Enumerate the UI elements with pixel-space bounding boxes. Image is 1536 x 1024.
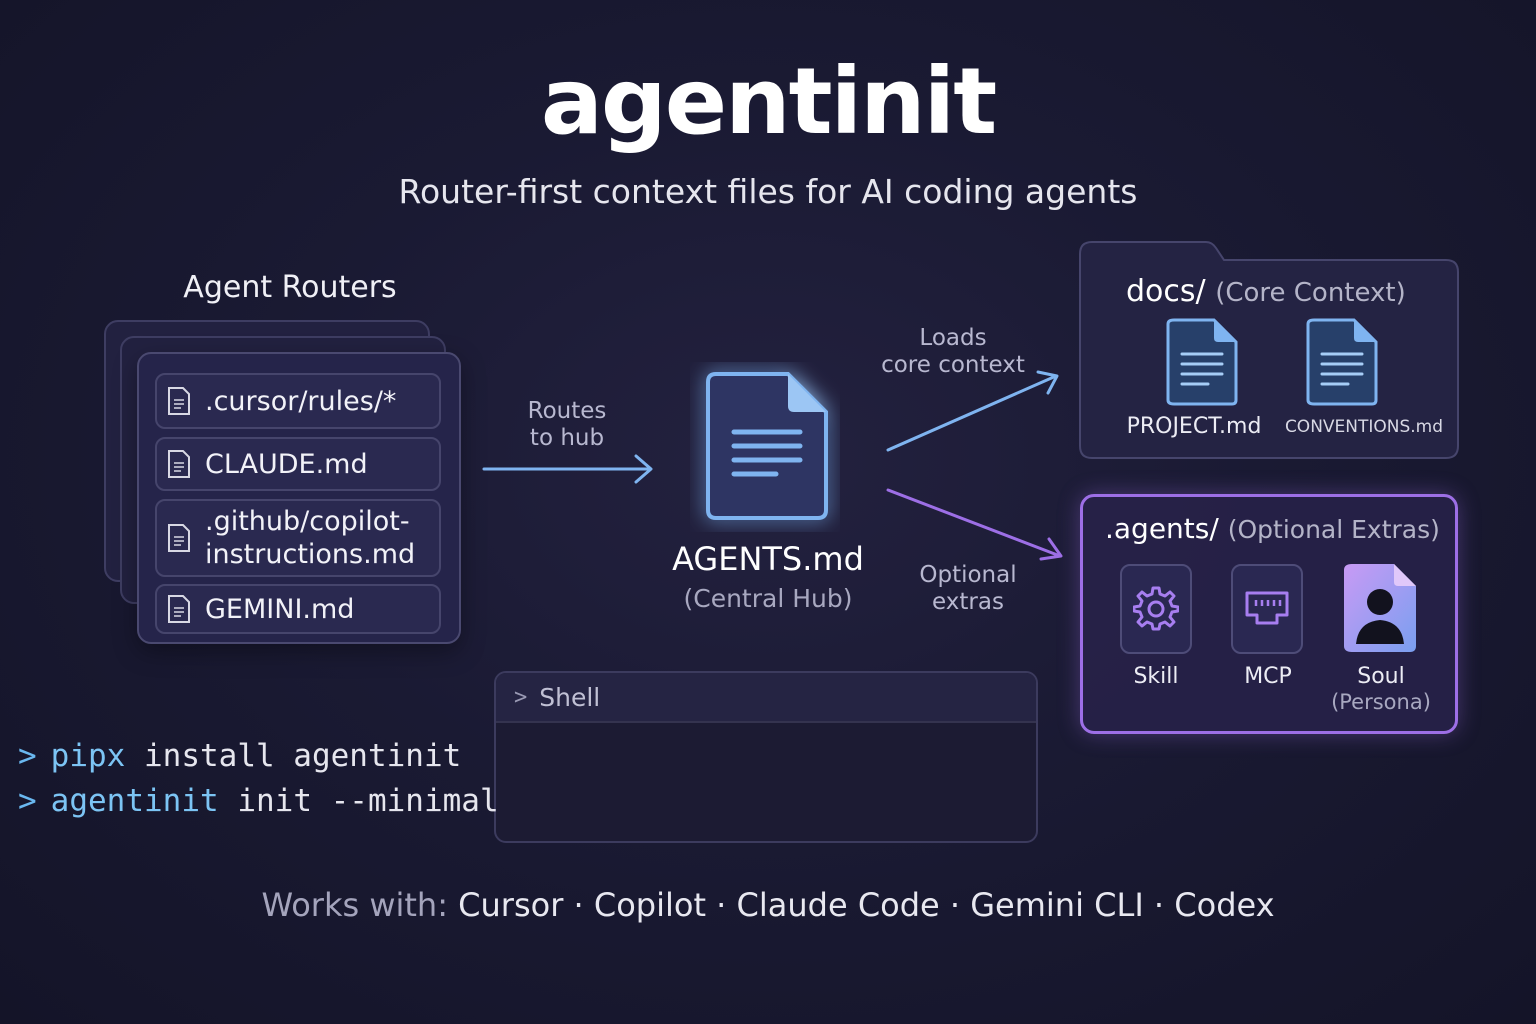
skill-tile[interactable]	[1120, 564, 1192, 654]
router-panel: .cursor/rules/* CLAUDE.md .github/copilo…	[137, 352, 461, 644]
routers-heading: Agent Routers	[183, 270, 397, 305]
loads-arrow	[886, 370, 1059, 452]
router-item-claude[interactable]: CLAUDE.md	[155, 437, 441, 491]
person-icon[interactable]	[1342, 562, 1418, 654]
shell-title: Shell	[539, 682, 601, 712]
shell-command-line[interactable]: > pipx install agentinit	[18, 738, 461, 774]
project-file-label: PROJECT.md	[1126, 414, 1262, 439]
file-icon	[168, 595, 190, 623]
docs-title-name: docs/	[1126, 274, 1206, 309]
shell-command-line[interactable]: > agentinit init --minimal	[18, 783, 499, 819]
shell-args: install agentinit	[144, 738, 462, 774]
mcp-label: MCP	[1244, 664, 1292, 689]
shell-args: init --minimal	[237, 783, 499, 819]
shell-panel: > Shell	[494, 671, 1038, 843]
hub-subtitle: (Central Hub)	[683, 584, 853, 613]
shell-cmd: agentinit	[50, 783, 219, 819]
routes-label: Routes to hub	[527, 398, 607, 451]
agents-title-sub: (Optional Extras)	[1227, 515, 1440, 544]
shell-prompt: >	[18, 738, 37, 774]
file-icon[interactable]	[1164, 316, 1240, 408]
shell-header: > Shell	[496, 673, 1036, 723]
app-title: agentinit	[540, 48, 997, 155]
optional-label: Optional extras	[919, 562, 1017, 615]
chevron-right-icon: >	[514, 684, 528, 710]
loads-label: Loads core context	[881, 325, 1025, 378]
router-item-label: .github/copilot- instructions.md	[205, 506, 416, 570]
optional-arrow	[886, 488, 1063, 561]
docs-title-sub: (Core Context)	[1215, 278, 1406, 308]
app-subtitle: Router-first context files for AI coding…	[398, 172, 1138, 211]
file-icon	[168, 450, 190, 478]
works-with-tools: Cursor · Copilot · Claude Code · Gemini …	[458, 886, 1275, 924]
works-with: Works with: Cursor · Copilot · Claude Co…	[0, 886, 1536, 924]
conventions-file-label: CONVENTIONS.md	[1284, 417, 1444, 437]
router-item-copilot[interactable]: .github/copilot- instructions.md	[155, 499, 441, 577]
router-item-label: CLAUDE.md	[205, 448, 368, 480]
file-icon	[168, 387, 190, 415]
routes-arrow	[482, 454, 653, 484]
works-with-label: Works with:	[261, 886, 448, 924]
soul-sublabel: (Persona)	[1331, 690, 1431, 714]
soul-label: Soul	[1357, 664, 1405, 689]
file-icon	[168, 524, 190, 552]
mcp-tile[interactable]	[1231, 564, 1303, 654]
network-port-icon	[1245, 591, 1289, 625]
gear-icon	[1133, 586, 1179, 631]
skill-label: Skill	[1133, 664, 1179, 689]
hub-title: AGENTS.md	[672, 540, 864, 578]
router-item-label: GEMINI.md	[205, 593, 355, 625]
agents-title-name: .agents/	[1105, 512, 1219, 545]
docs-title: docs/ (Core Context)	[1126, 274, 1406, 309]
shell-prompt: >	[18, 783, 37, 819]
hub-document-icon[interactable]	[690, 362, 840, 532]
router-item-cursor[interactable]: .cursor/rules/*	[155, 373, 441, 429]
agents-title: .agents/ (Optional Extras)	[1105, 512, 1440, 545]
router-item-label: .cursor/rules/*	[205, 385, 397, 417]
file-icon[interactable]	[1304, 316, 1380, 408]
router-item-gemini[interactable]: GEMINI.md	[155, 584, 441, 634]
shell-cmd: pipx	[50, 738, 126, 774]
